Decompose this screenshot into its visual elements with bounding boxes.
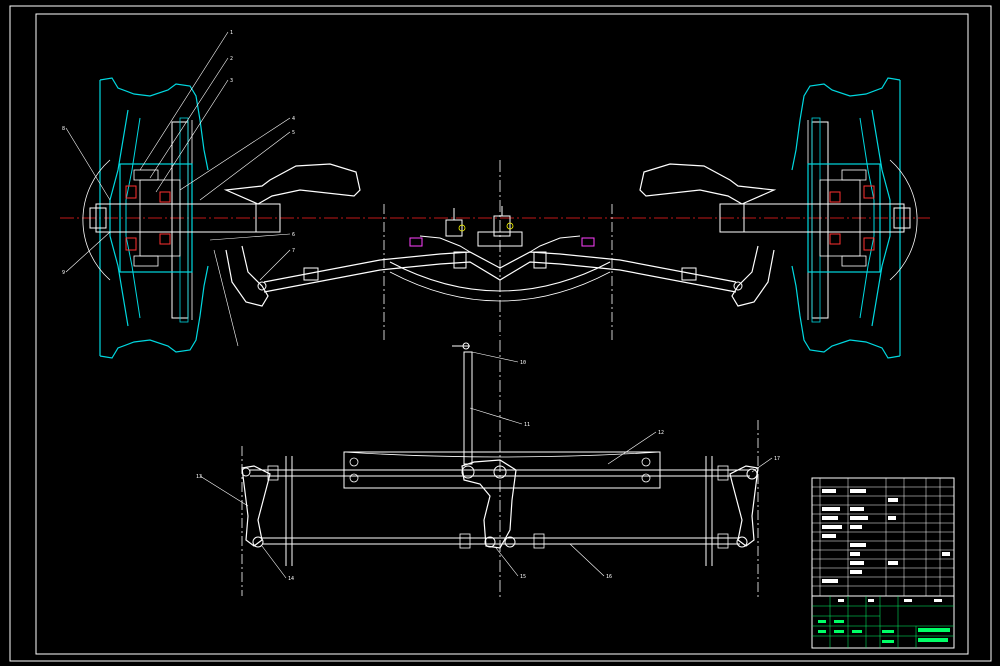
- left-disc-inner: [125, 117, 141, 319]
- center-hanger: [445, 206, 523, 247]
- left-hub-arc: [82, 159, 111, 281]
- rod-end-right-upper: [717, 465, 729, 481]
- left-spring-seat: [453, 251, 467, 269]
- left-disc: [109, 109, 129, 327]
- plate-hole-4: [641, 473, 651, 483]
- rod-end-mid-right: [533, 533, 545, 549]
- right-spring-seat: [533, 251, 547, 269]
- left-pivot: [409, 237, 423, 247]
- center-bracket: [419, 235, 581, 253]
- left-hub-inner: [139, 179, 181, 257]
- left-spindle-end-nut: [255, 203, 281, 233]
- leader-lines: [65, 31, 773, 579]
- right-steering-ball-top: [746, 468, 758, 480]
- left-damper: [303, 267, 319, 281]
- balloon-7: 7: [292, 248, 295, 254]
- right-steering-ball-low: [736, 536, 748, 548]
- idler-arm: [461, 459, 517, 549]
- balloon-6: 6: [292, 232, 295, 238]
- right-steering-arm: [729, 465, 759, 547]
- left-bearing-a: [125, 185, 137, 199]
- left-steering-arm: [241, 465, 271, 547]
- balloon-8: 8: [62, 126, 65, 132]
- balloon-3: 3: [230, 78, 233, 84]
- balloon-10: 10: [520, 360, 526, 366]
- plate-hole-2: [349, 473, 359, 483]
- idler-pivot-low-2: [504, 536, 516, 548]
- plate-hole-1: [349, 457, 359, 467]
- balloon-15: 15: [520, 574, 526, 580]
- left-rim-upper: [99, 77, 209, 171]
- balloon-9: 9: [62, 270, 65, 276]
- left-steering-ball-top: [241, 467, 251, 477]
- balloon-1: 1: [230, 30, 233, 36]
- left-knuckle-arm: [223, 163, 361, 205]
- left-spindle-nut: [89, 207, 107, 229]
- left-bolt-top: [133, 169, 159, 181]
- rod-end-left-upper: [267, 465, 279, 481]
- sheet-inner-border: [35, 13, 969, 655]
- left-lower-arm: [225, 245, 269, 307]
- balloon-13: 13: [196, 474, 202, 480]
- balloon-17: 17: [774, 456, 780, 462]
- idler-pivot-mid: [493, 465, 507, 479]
- left-bearing-d: [159, 233, 171, 245]
- left-bearing-c: [159, 191, 171, 203]
- right-damper: [681, 267, 697, 281]
- balloon-4: 4: [292, 116, 295, 122]
- plate-hole-3: [641, 457, 651, 467]
- balloon-labels: 1 2 3 4 5 6 7 8 9 10 11 12 13 14 15 16 1…: [62, 30, 780, 582]
- pitman-plate-curve: [343, 451, 661, 458]
- right-pivot: [581, 237, 595, 247]
- idler-pivot-top: [461, 465, 475, 479]
- drag-link-ball: [462, 342, 470, 350]
- parts-list: [811, 477, 955, 597]
- left-rim-lower: [99, 265, 209, 359]
- sheet-outer-border: [9, 5, 992, 662]
- balloon-5: 5: [292, 130, 295, 136]
- left-arm-joint: [257, 281, 267, 291]
- left-steering-ball-low: [252, 536, 264, 548]
- title-block: [811, 595, 955, 649]
- rod-end-mid-left: [459, 533, 471, 549]
- left-bearing-b: [125, 237, 137, 251]
- balloon-12: 12: [658, 430, 664, 436]
- left-hub: [119, 163, 193, 273]
- left-wheel-assembly: [82, 77, 281, 359]
- idler-pivot-low: [484, 536, 496, 548]
- balloon-2: 2: [230, 56, 233, 62]
- rod-end-right-lower: [717, 533, 729, 549]
- balloon-14: 14: [288, 576, 294, 582]
- balloon-16: 16: [606, 574, 612, 580]
- left-bolt-bottom: [133, 255, 159, 267]
- right-wheel-assembly: [639, 77, 918, 359]
- balloon-11: 11: [524, 422, 530, 428]
